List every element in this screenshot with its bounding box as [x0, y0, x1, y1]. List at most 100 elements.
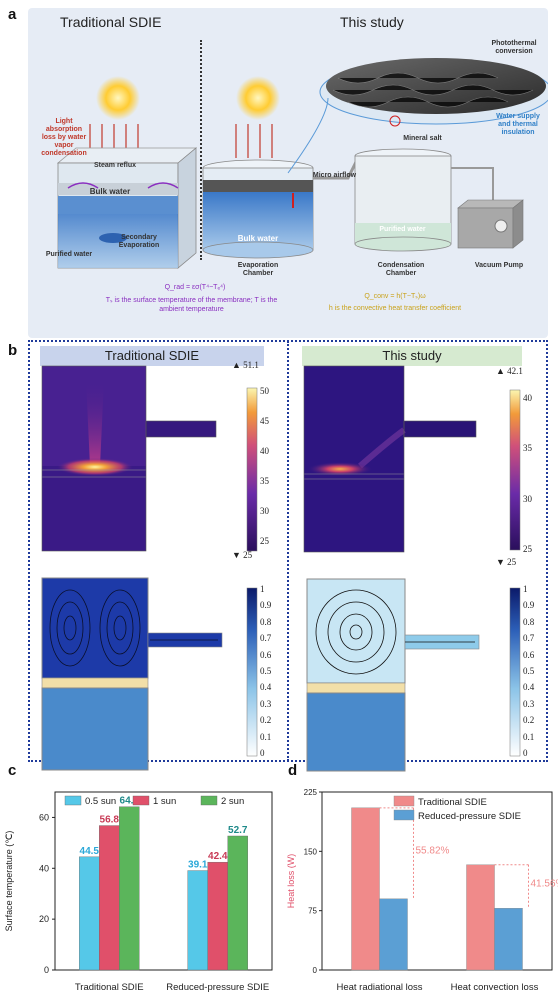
chart-c-bar	[119, 806, 140, 971]
chart-d-ytick-label: 0	[313, 966, 318, 975]
chart-c-xtick-label: Reduced-pressure SDIE	[166, 982, 269, 993]
chart-c-legend-label: 2 sun	[221, 796, 244, 807]
bulk-water-right-label: Bulk water	[237, 234, 279, 243]
vel-right-tick: 0.9	[523, 600, 535, 611]
vel-left-tick: 1	[260, 584, 265, 594]
panel-b-letter: b	[8, 342, 18, 359]
chart-d-legend-swatch	[393, 795, 415, 807]
vel-left-tick: 0	[260, 748, 265, 758]
micro-airflow-label: Micro airflow	[312, 172, 357, 179]
temp-left-min: ▼ 25	[232, 550, 253, 560]
evaporation-chamber-label: Evaporation Chamber	[237, 262, 279, 277]
chart-c-value-label: 44.5	[80, 846, 100, 857]
chart-d-legend-label: Traditional SDIE	[418, 797, 487, 808]
chart-d-xtick-label: Heat radiational loss	[336, 982, 422, 993]
bulk-water-left-label: Bulk water	[89, 187, 131, 196]
chart-c-value-label: 56.8	[100, 815, 120, 826]
vel-right-tick: 0.6	[523, 649, 535, 660]
purified-water-right-label: Purified water	[379, 226, 426, 233]
temp-right-tick: 25	[523, 544, 532, 554]
equation-left: Q_rad = εσ(T⁴−Tₑ⁴)	[164, 284, 226, 291]
condensation-chamber-label: Condensation Chamber	[377, 262, 425, 277]
mineral-salt-label: Mineral salt	[403, 135, 442, 142]
vel-left-tick: 0.7	[260, 633, 272, 644]
chart-d-bar	[351, 807, 380, 971]
chart-c-value-label: 52.7	[228, 825, 248, 836]
chart-c-ytick-label: 60	[39, 812, 49, 822]
temp-left-tick: 25	[260, 536, 269, 546]
temp-left-tick: 45	[260, 416, 269, 426]
vel-left-tick: 0.6	[260, 649, 272, 660]
chart-c-value-label: 39.1	[188, 860, 208, 871]
panel-a-right-title: This study	[340, 14, 404, 30]
caption-right: h is the convective heat transfer coeffi…	[328, 305, 462, 312]
vel-right-tick: 0.5	[523, 666, 535, 676]
temp-right-max: ▲ 42.1	[496, 366, 523, 376]
caption-left: Tₛ is the surface temperature of the mem…	[105, 297, 278, 313]
vel-right-tick: 0.3	[523, 698, 535, 709]
vel-left-tick: 0.9	[260, 600, 272, 611]
chart-d-ytick-label: 150	[304, 847, 318, 856]
chart-c-legend-label: 1 sun	[153, 796, 176, 807]
steam-reflux-label: Steam reflux	[93, 162, 137, 169]
purified-water-left-label: Purified water	[45, 251, 93, 258]
temp-right-tick: 40	[523, 393, 532, 403]
light-loss-label: Light absorption loss by water vapor con…	[41, 118, 87, 157]
vel-right-tick: 1	[523, 584, 528, 594]
chart-d-xtick-label: Heat convection loss	[451, 982, 539, 993]
chart-c-legend-label: 0.5 sun	[85, 796, 116, 807]
chart-c-frame	[54, 791, 273, 971]
chart-c-legend-swatch	[200, 795, 218, 806]
chart-c-bar	[207, 861, 228, 971]
panel-a-illustration	[56, 58, 548, 269]
chart-c-bar	[79, 856, 100, 971]
equation-right: Q_conv = h(T−Tₛ)ω	[364, 293, 426, 300]
vel-left-tick: 0.1	[260, 731, 272, 742]
panel-b-divider	[287, 341, 289, 761]
temp-left-tick: 50	[260, 386, 269, 396]
chart-d-bar	[494, 908, 523, 971]
chart-d-legend-swatch	[393, 809, 415, 821]
vel-right-tick: 0.2	[523, 715, 535, 726]
panel-d-letter: d	[288, 762, 298, 779]
sun-icon	[96, 76, 140, 120]
temp-left-max: ▲ 51.1	[232, 360, 259, 370]
chart-d-bar	[466, 864, 495, 971]
chart-d-ytick-label: 225	[304, 788, 318, 797]
chart-d-legend-label: Reduced-pressure SDIE	[418, 811, 521, 822]
panel-b-left-title: Traditional SDIE	[40, 346, 264, 366]
chart-c-ytick-label: 40	[39, 863, 49, 873]
photothermal-label: Photothermal conversion	[491, 40, 537, 55]
temp-left-tick: 35	[260, 476, 269, 486]
chart-c-ytick-label: 0	[44, 965, 49, 975]
vel-right-tick: 0.7	[523, 633, 535, 644]
vel-left-tick: 0.5	[260, 666, 272, 676]
chart-c-value-label: 64.2	[120, 796, 140, 807]
water-supply-label: Water supply and thermal insulation	[496, 113, 540, 136]
temp-left-tick: 40	[260, 446, 269, 456]
vel-left-tick: 0.2	[260, 715, 272, 726]
chart-c-bar	[187, 870, 208, 971]
vel-right-tick: 0	[523, 748, 528, 758]
chart-c-ylabel: Surface temperature (℃)	[4, 831, 14, 932]
vacuum-pump-label: Vacuum Pump	[474, 262, 524, 269]
vel-left-tick: 0.8	[260, 616, 272, 627]
chart-c-value-label: 42.4	[208, 851, 228, 862]
chart-c-bar	[227, 835, 248, 971]
chart-d-annotation: 55.82%	[416, 845, 450, 856]
vel-right-tick: 0.1	[523, 731, 535, 742]
chart-d-frame	[321, 791, 553, 971]
chart-d-bar	[379, 898, 408, 971]
vel-right-tick: 0.4	[523, 682, 535, 693]
panel-a-divider	[200, 40, 202, 260]
secondary-evaporation-label: Secondary Evaporation	[118, 234, 160, 249]
panel-a-letter: a	[8, 6, 17, 23]
temp-right-tick: 35	[523, 443, 532, 454]
chart-c-bar	[99, 825, 120, 971]
temp-right-min: ▼ 25	[496, 557, 517, 567]
vel-left-tick: 0.4	[260, 682, 272, 693]
vel-right-tick: 0.8	[523, 616, 535, 627]
